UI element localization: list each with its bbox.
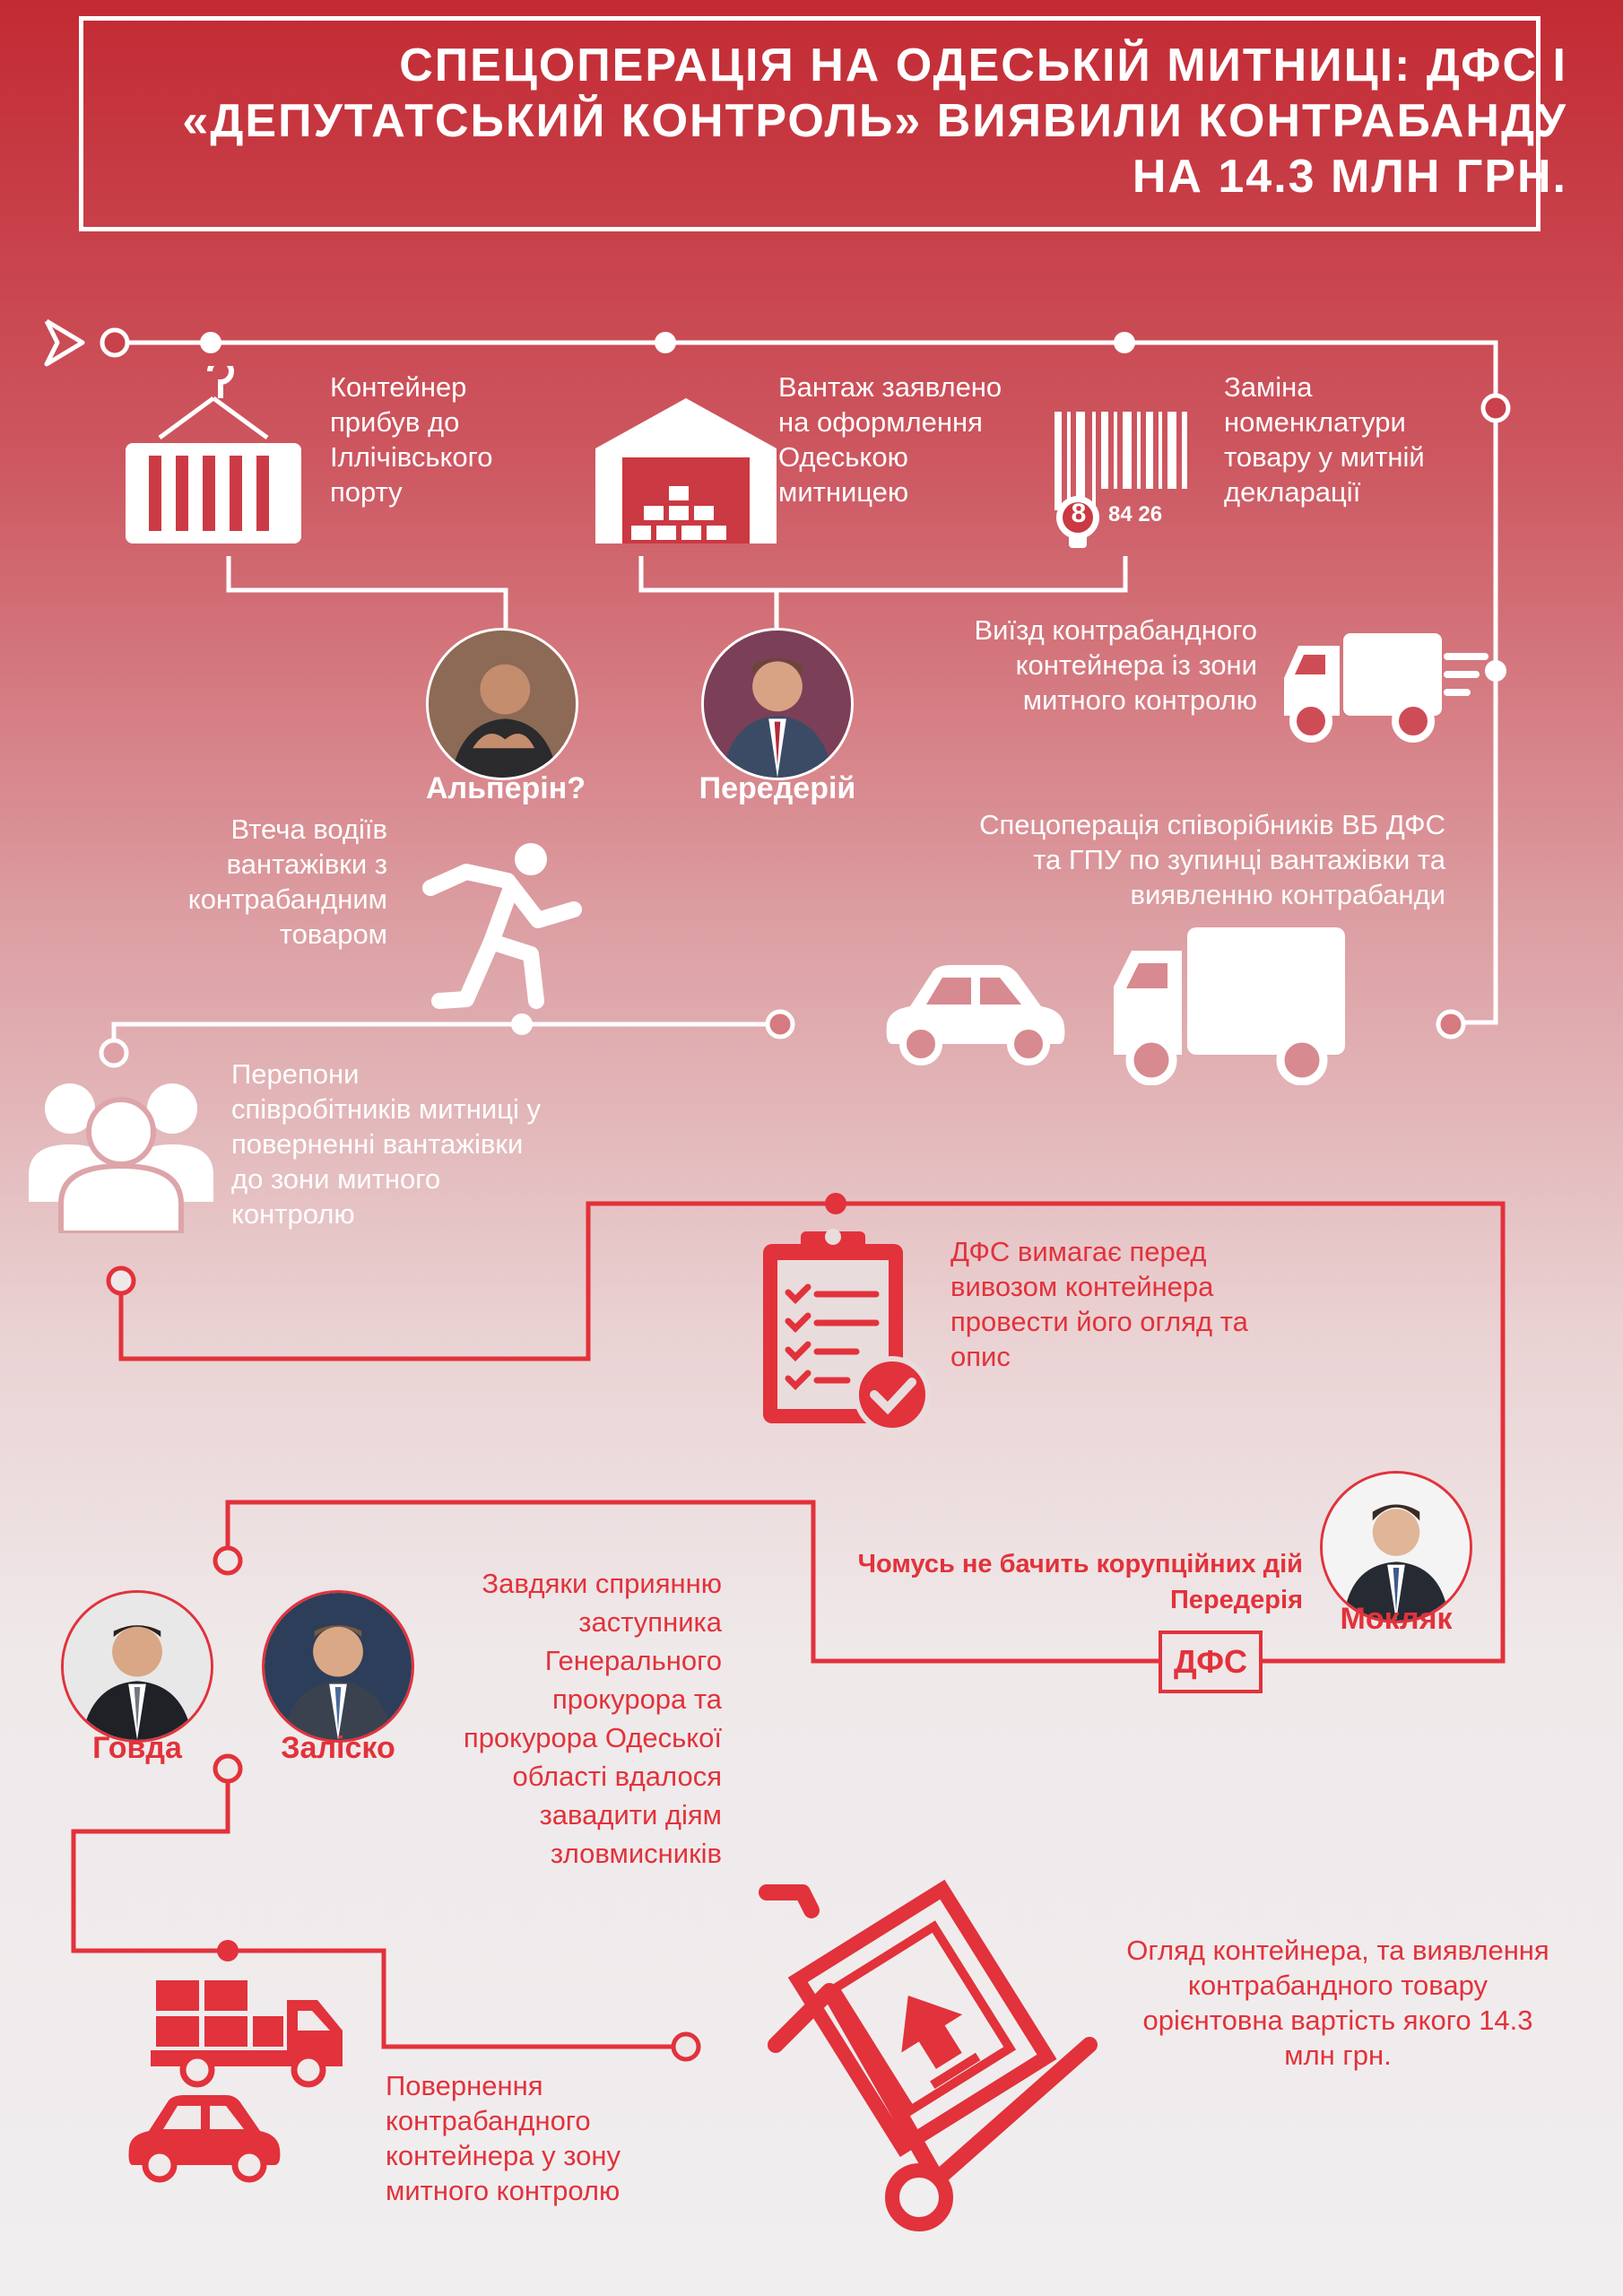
clipboard-checklist-icon [763,1229,931,1433]
step-dfs-demand: ДФС вимагає перед вивозом контейнера про… [950,1236,1248,1372]
portrait-zalisko [262,1590,414,1743]
step-nomenclature-change: Заміна номенклатури товару у митній декл… [1224,371,1425,508]
cargo-truck-icon [1114,927,1345,1085]
step-prosecutor-help: Завдяки сприянню заступника Генерального… [463,1568,722,1869]
car-icon [886,965,1065,1065]
portrait-alperin [426,628,578,780]
warehouse-icon [595,398,777,544]
barcode-icon [1055,412,1187,548]
step-container-exit: Виїзд контрабандного контейнера із зони … [974,614,1257,716]
step-return-container: Повернення контрабандного контейнера у з… [386,2070,621,2206]
hand-truck-box-icon [759,1879,1098,2231]
delivery-truck-icon [1284,633,1488,743]
step-container-arrival: Контейнер прибув до Іллічівського порту [330,371,493,508]
return-truck-icon [151,1980,343,2088]
portrait-pederiy [701,628,854,780]
portrait-moklyak [1320,1471,1472,1623]
page-title: Спецоперація на Одеській митниці: ДФС і … [182,39,1567,203]
name-pederiy: Передерій [699,771,856,805]
name-alperin: Альперін? [426,771,586,805]
title-frame [79,16,1541,231]
corruption-note: Чомусь не бачить корупційних дій Передер… [857,1550,1303,1614]
step-inspection: Огляд контейнера, та виявлення контрабан… [1126,1935,1549,2071]
step-customs-obstacles: Перепони співробітників митниці у поверн… [231,1058,541,1230]
step-drivers-escape: Втеча водіїв вантажівки з контрабандним … [187,813,387,950]
name-zalisko: Заліско [281,1731,395,1765]
portrait-govda [61,1590,213,1743]
dfs-label-box: ДФС [1159,1631,1263,1693]
name-govda: Говда [92,1731,182,1765]
step-special-operation: Спецоперація співорібників ВБ ДФС та ГПУ… [979,809,1445,910]
group-of-people-icon [29,1083,213,1233]
cargo-container-icon [126,366,301,544]
return-car-icon [128,2095,281,2183]
name-moklyak: Мокляк [1340,1602,1453,1636]
running-person-icon [422,843,582,1009]
barcode-digits: 84 26 [1108,502,1163,526]
barcode-big-digit: 8 [1071,499,1087,528]
step-cargo-declared: Вантаж заявлено на оформлення Одеською м… [778,371,1002,508]
